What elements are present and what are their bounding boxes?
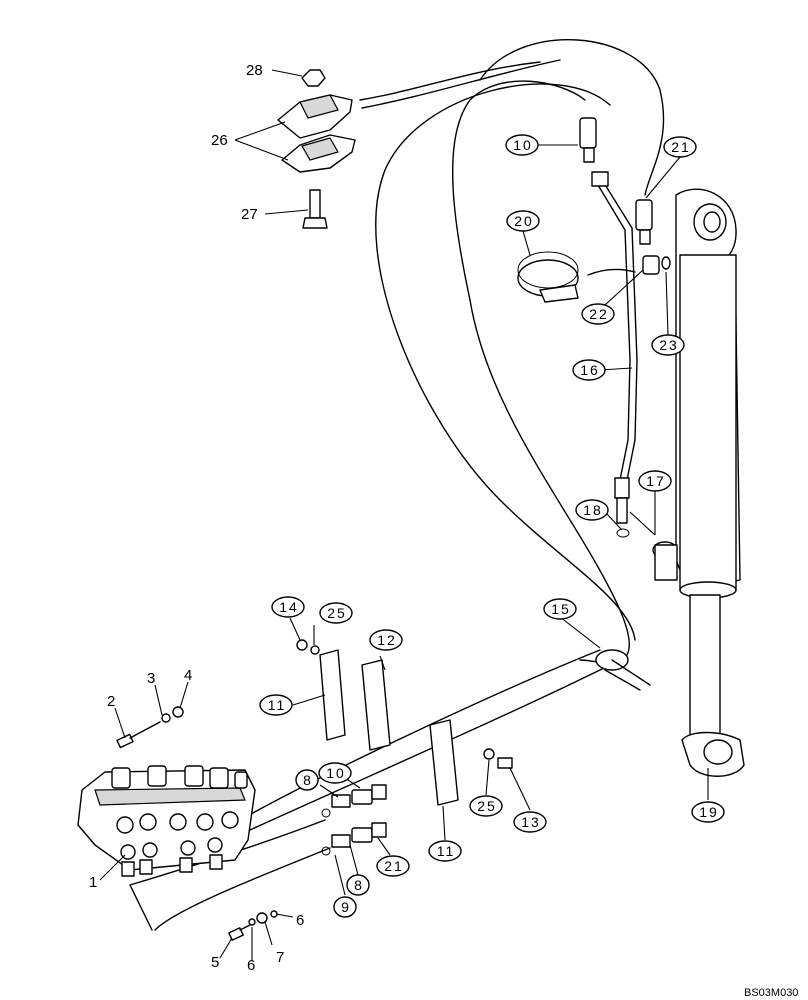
svg-text:17: 17 bbox=[646, 473, 666, 489]
svg-text:22: 22 bbox=[589, 306, 609, 322]
label-26: 26 bbox=[211, 132, 228, 149]
callout-10-top: 10 bbox=[505, 134, 539, 156]
label-1: 1 bbox=[89, 874, 97, 891]
callout-18: 18 bbox=[575, 499, 609, 521]
callout-9: 9 bbox=[333, 896, 357, 918]
small-hardware bbox=[116, 706, 278, 941]
callout-16: 16 bbox=[572, 359, 606, 381]
label-5: 5 bbox=[211, 954, 219, 971]
svg-text:25: 25 bbox=[477, 798, 497, 814]
svg-text:23: 23 bbox=[659, 337, 679, 353]
bolt-27 bbox=[309, 189, 321, 219]
callout-8-top: 8 bbox=[295, 769, 319, 791]
control-valve-1 bbox=[77, 765, 256, 877]
callout-22: 22 bbox=[581, 303, 615, 325]
callout-12: 12 bbox=[369, 629, 403, 651]
label-2: 2 bbox=[107, 693, 115, 710]
svg-text:21: 21 bbox=[384, 858, 404, 874]
callout-11-top: 11 bbox=[259, 694, 293, 716]
plain-labels: 28 26 27 2 3 4 1 5 6 7 6 bbox=[89, 62, 304, 974]
svg-text:18: 18 bbox=[583, 502, 603, 518]
callout-20: 20 bbox=[506, 210, 540, 232]
svg-text:14: 14 bbox=[279, 599, 299, 615]
svg-text:9: 9 bbox=[341, 899, 351, 915]
label-3: 3 bbox=[147, 670, 155, 687]
svg-text:13: 13 bbox=[521, 814, 541, 830]
svg-text:15: 15 bbox=[551, 601, 571, 617]
label-6b: 6 bbox=[296, 912, 304, 929]
rod-end-fitting bbox=[595, 649, 651, 691]
callout-23: 23 bbox=[651, 334, 685, 356]
callout-11-bottom: 11 bbox=[428, 840, 462, 862]
clamp-assembly bbox=[277, 69, 356, 229]
svg-text:25: 25 bbox=[327, 605, 347, 621]
pipe-fittings bbox=[517, 117, 671, 538]
adapter-fittings bbox=[321, 784, 387, 856]
callout-21-top: 21 bbox=[663, 136, 697, 158]
leader-lines bbox=[99, 69, 709, 960]
clamp-blocks bbox=[296, 639, 513, 806]
svg-text:20: 20 bbox=[514, 213, 534, 229]
svg-text:10: 10 bbox=[513, 137, 533, 153]
svg-text:11: 11 bbox=[437, 843, 456, 859]
svg-text:10: 10 bbox=[326, 765, 346, 781]
nut-28 bbox=[301, 69, 326, 87]
svg-text:12: 12 bbox=[377, 632, 397, 648]
svg-text:21: 21 bbox=[671, 139, 691, 155]
callout-13: 13 bbox=[513, 811, 547, 833]
label-28: 28 bbox=[246, 62, 263, 79]
svg-text:8: 8 bbox=[354, 877, 364, 893]
callout-21-bottom: 21 bbox=[376, 855, 410, 877]
svg-text:19: 19 bbox=[699, 804, 719, 820]
valve-ports bbox=[116, 811, 239, 860]
callout-10-bottom: 10 bbox=[318, 762, 352, 784]
hydraulic-cylinder-19 bbox=[652, 188, 745, 777]
label-6a: 6 bbox=[247, 957, 255, 974]
callout-25-bottom: 25 bbox=[469, 795, 503, 817]
svg-text:16: 16 bbox=[580, 362, 600, 378]
label-27: 27 bbox=[241, 206, 258, 223]
callout-19: 19 bbox=[691, 801, 725, 823]
label-4: 4 bbox=[184, 667, 192, 684]
svg-text:11: 11 bbox=[268, 697, 287, 713]
callout-8-bottom: 8 bbox=[346, 874, 370, 896]
svg-text:8: 8 bbox=[303, 772, 313, 788]
drawing-code: BS03M030 bbox=[744, 987, 798, 999]
callout-17: 17 bbox=[638, 470, 672, 492]
callout-15: 15 bbox=[543, 598, 577, 620]
label-7: 7 bbox=[276, 949, 284, 966]
callout-14: 14 bbox=[271, 596, 305, 618]
callout-25-top: 25 bbox=[319, 602, 353, 624]
valve-spools bbox=[111, 765, 248, 789]
